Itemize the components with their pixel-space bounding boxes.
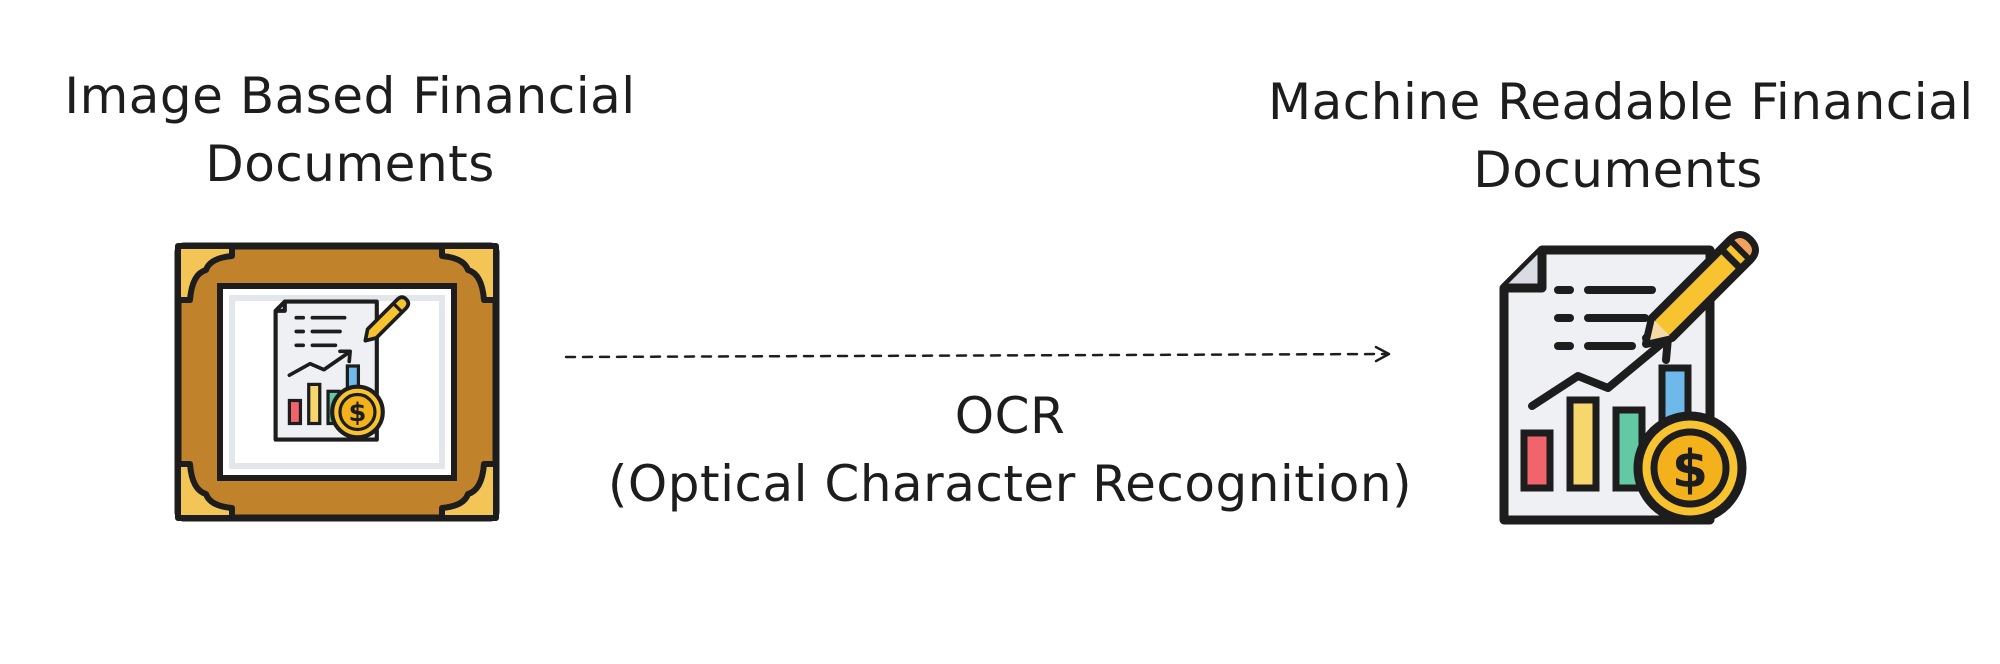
bar-red [1520,429,1554,492]
source-title: Image Based Financial Documents [30,62,670,198]
inner-document-icon: $ [273,295,411,442]
frame-corner-top-right [439,243,499,303]
financial-document-icon: $ [1499,231,1759,525]
frame-corner-bottom-left [175,461,235,521]
target-title-line-2: Documents [1473,141,1763,199]
svg-text:$: $ [349,398,367,428]
dashed-arrow [564,345,1391,363]
framed-financial-document-icon: $ [174,242,500,522]
process-label: OCR (Optical Character Recognition) [560,382,1460,518]
target-title-line-1: Machine Readable Financial [1268,73,1974,131]
coin-icon: $ [1633,411,1747,525]
target-title: Machine Readable Financial Documents [1268,68,1974,204]
frame-corner-bottom-right [439,461,499,521]
trend-line [1528,336,1670,410]
source-title-line-1: Image Based Financial [64,67,636,125]
svg-text:$: $ [1672,440,1708,500]
frame-corner-top-left [175,243,235,303]
process-label-acronym: OCR [954,387,1066,445]
source-title-line-2: Documents [205,135,495,193]
process-label-expansion: (Optical Character Recognition) [607,455,1413,513]
bar-yellow [1566,396,1600,492]
pencil-icon [1642,231,1759,348]
